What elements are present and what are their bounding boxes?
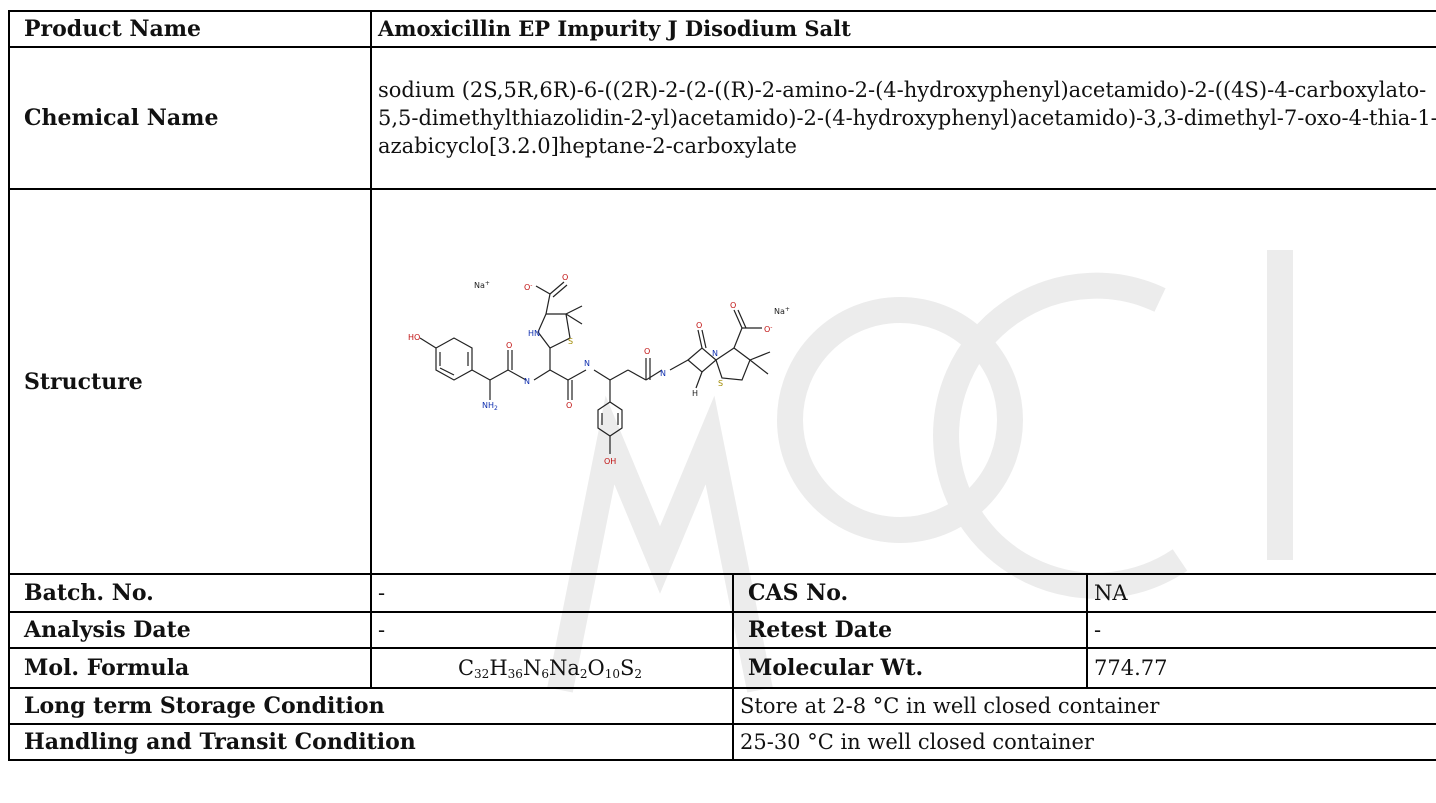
amine-group: NH2	[482, 401, 498, 412]
structure-label: Structure	[8, 188, 372, 575]
row-storage: Long term Storage Condition Store at 2-8…	[8, 687, 1436, 725]
row-handling: Handling and Transit Condition 25-30 °C …	[8, 723, 1436, 761]
amide-nitrogen-1: N	[524, 377, 530, 386]
lactam-oxygen: O	[696, 321, 702, 330]
carboxylate-oxygen-left: O-	[524, 282, 532, 292]
lactam-nitrogen: N	[712, 349, 718, 358]
penam-sulfur: S	[718, 379, 723, 388]
sodium-atom-left: Na+	[474, 280, 490, 290]
thiazolidine-sulfur: S	[568, 337, 573, 346]
storage-condition-value: Store at 2-8 °C in well closed container	[732, 687, 1436, 725]
molecular-wt-value: 774.77	[1086, 647, 1436, 689]
hydroxyl-bottom: OH	[604, 457, 616, 466]
amide-nitrogen-3: N	[660, 369, 666, 378]
retest-date-value: -	[1086, 611, 1436, 649]
cas-no-label: CAS No.	[732, 573, 1088, 613]
hydrogen-atom: H	[692, 389, 698, 398]
amide-nitrogen-2: N	[584, 359, 590, 368]
row-product-name: Product Name Amoxicillin EP Impurity J D…	[8, 10, 1436, 48]
thiazolidine-nh: HN	[528, 329, 540, 338]
storage-condition-label: Long term Storage Condition	[8, 687, 734, 725]
handling-condition-label: Handling and Transit Condition	[8, 723, 734, 761]
coa-table: Product Name Amoxicillin EP Impurity J D…	[8, 10, 1436, 761]
retest-date-label: Retest Date	[732, 611, 1088, 649]
handling-condition-value: 25-30 °C in well closed container	[732, 723, 1436, 761]
mol-formula-value: C32H36N6Na2O10S2	[370, 647, 734, 689]
product-name-value: Amoxicillin EP Impurity J Disodium Salt	[370, 10, 1436, 48]
cas-no-value: NA	[1086, 573, 1436, 613]
row-batch-cas: Batch. No. - CAS No. NA	[8, 573, 1436, 613]
row-formula-mw: Mol. Formula C32H36N6Na2O10S2 Molecular …	[8, 647, 1436, 689]
analysis-date-label: Analysis Date	[8, 611, 372, 649]
batch-no-label: Batch. No.	[8, 573, 372, 613]
row-chemical-name: Chemical Name sodium (2S,5R,6R)-6-((2R)-…	[8, 46, 1436, 190]
row-analysis-retest: Analysis Date - Retest Date -	[8, 611, 1436, 649]
row-structure: Structure	[8, 188, 1436, 575]
molecular-wt-label: Molecular Wt.	[732, 647, 1088, 689]
hydroxyl-left: HO	[408, 333, 420, 342]
batch-no-value: -	[370, 573, 734, 613]
amide-oxygen-2: O	[566, 401, 572, 410]
sodium-atom-right: Na+	[774, 306, 790, 316]
molecular-structure-image: Na+ Na+ O- O HO O N NH2 HN S O N OH O N …	[408, 273, 790, 466]
structure-cell: Na+ Na+ O- O HO O N NH2 HN S O N OH O N …	[370, 188, 1436, 575]
carbonyl-oxygen-right: O	[730, 301, 736, 310]
carboxylate-oxygen-right: O-	[764, 324, 772, 334]
amide-oxygen-3: O	[644, 347, 650, 356]
analysis-date-value: -	[370, 611, 734, 649]
product-name-label: Product Name	[8, 10, 372, 48]
mol-formula-label: Mol. Formula	[8, 647, 372, 689]
amide-oxygen-1: O	[506, 341, 512, 350]
chemical-name-value: sodium (2S,5R,6R)-6-((2R)-2-(2-((R)-2-am…	[370, 46, 1436, 190]
carbonyl-oxygen-top: O	[562, 273, 568, 282]
chemical-name-label: Chemical Name	[8, 46, 372, 190]
